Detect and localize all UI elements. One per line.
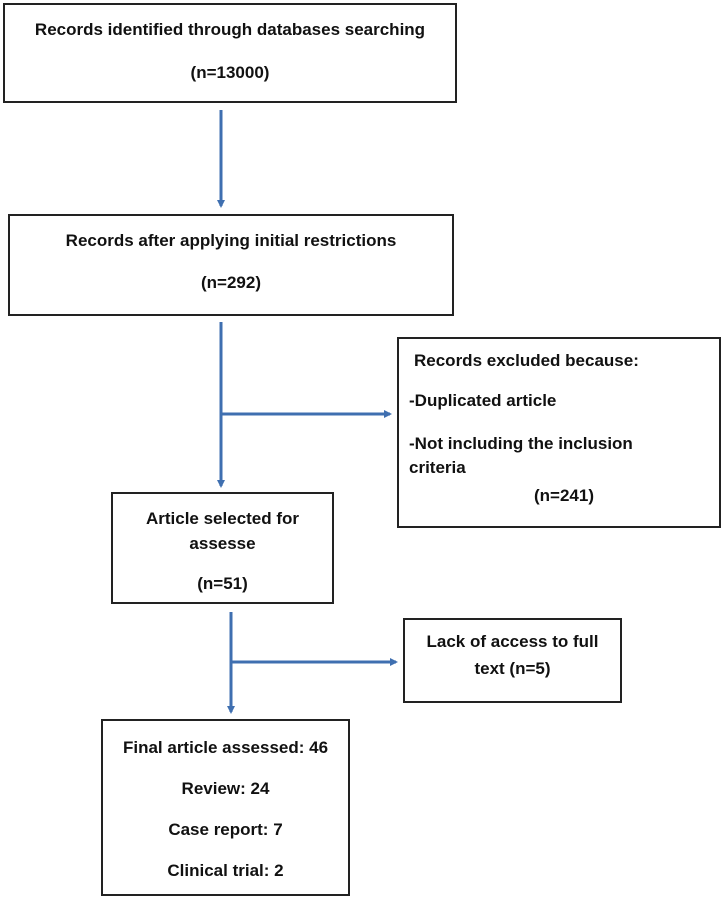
exclusion-reason-duplicated: -Duplicated article [409, 391, 557, 410]
exclusion-reason-criteria-cont: criteria [409, 458, 466, 477]
box-final-assessed: Final article assessed: 46 Review: 24 Ca… [101, 719, 350, 896]
box-text-line2: text (n=5) [474, 659, 551, 678]
final-case-report-count: Case report: 7 [168, 820, 283, 839]
box-title: Records excluded because: [414, 351, 639, 370]
box-records-restricted: Records after applying initial restricti… [8, 214, 454, 316]
box-title-cont: assesse [189, 534, 256, 553]
box-title: Records after applying initial restricti… [65, 231, 397, 250]
box-records-excluded: Records excluded because: -Duplicated ar… [397, 337, 721, 528]
box-text-line1: Lack of access to full [426, 632, 599, 651]
box-count: (n=51) [197, 574, 248, 593]
box-title: Records identified through databases sea… [34, 20, 426, 39]
box-no-access: Lack of access to full text (n=5) [403, 618, 622, 703]
final-review-count: Review: 24 [181, 779, 270, 798]
box-count: (n=13000) [190, 63, 270, 82]
box-count: (n=292) [201, 273, 261, 292]
exclusion-reason-criteria: -Not including the inclusion [409, 434, 633, 453]
box-article-selected: Article selected for assesse (n=51) [111, 492, 334, 604]
box-title: Article selected for [145, 509, 300, 528]
final-assessed-count: Final article assessed: 46 [122, 738, 329, 757]
box-records-identified: Records identified through databases sea… [3, 3, 457, 103]
box-count: (n=241) [534, 486, 594, 505]
final-clinical-trial-count: Clinical trial: 2 [167, 861, 284, 880]
